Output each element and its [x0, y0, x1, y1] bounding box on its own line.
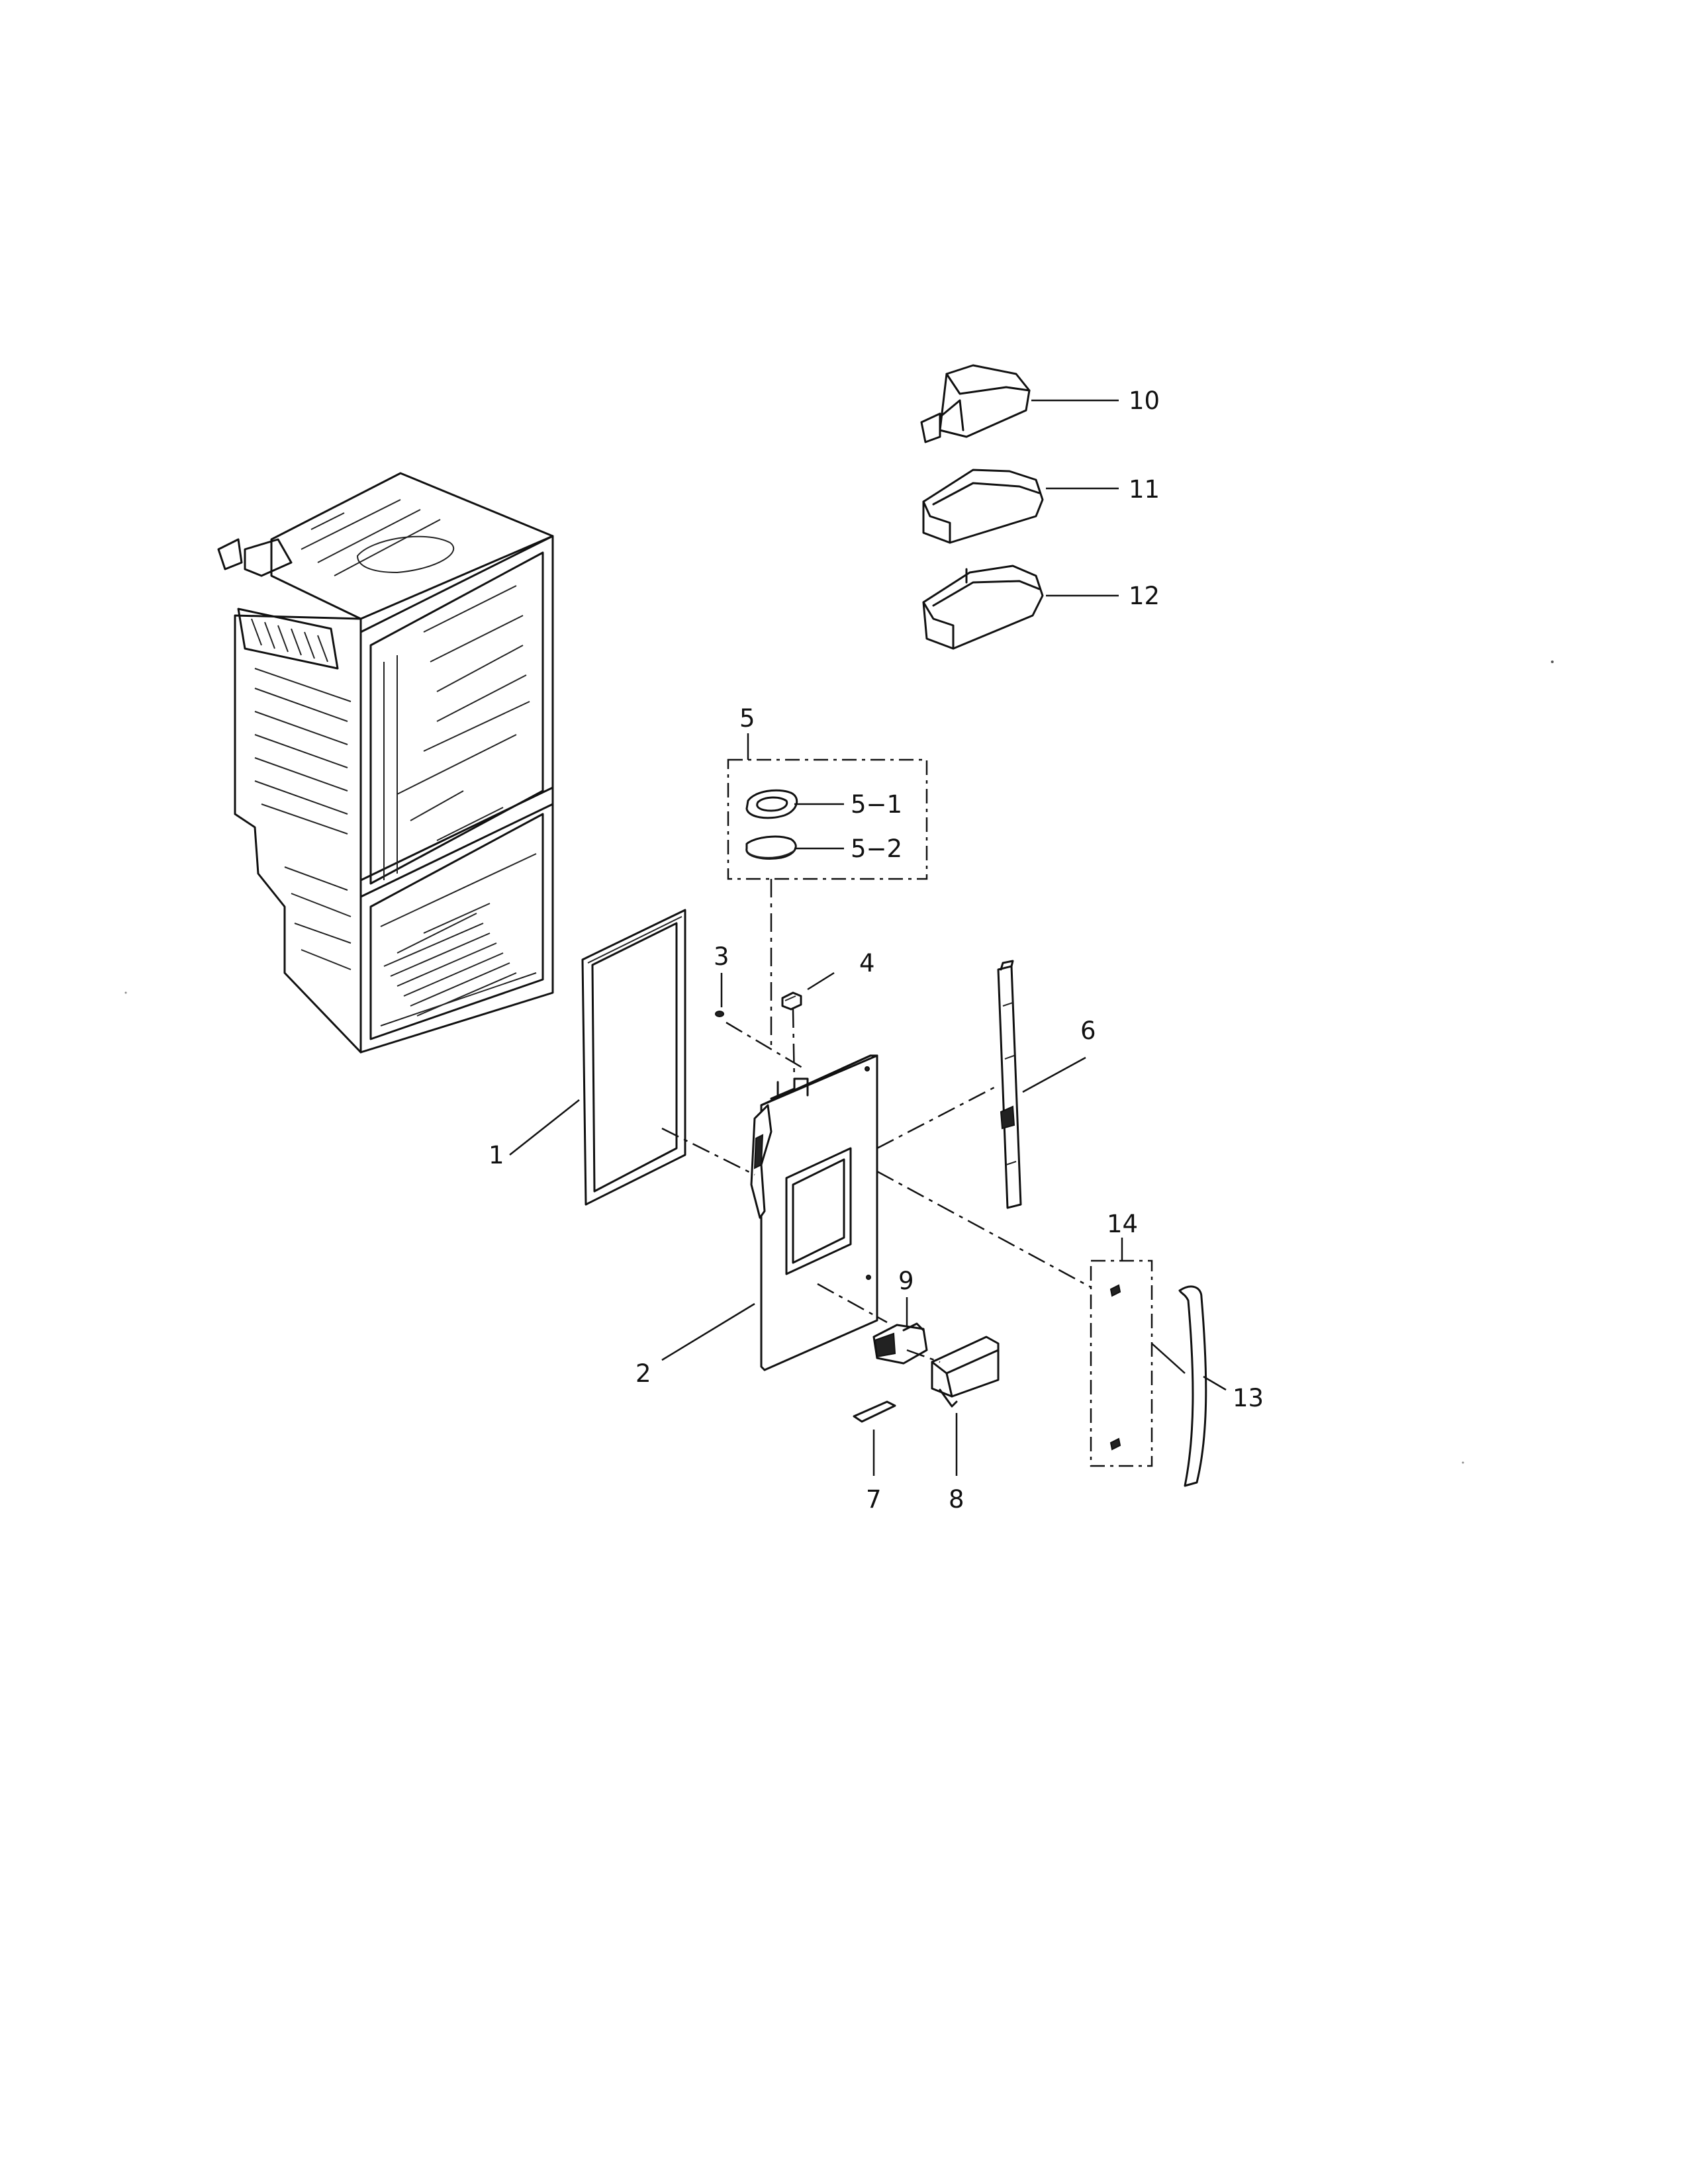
callout-14: 14: [1107, 1210, 1138, 1238]
callout-11: 11: [1129, 475, 1160, 504]
callout-6: 6: [1080, 1017, 1096, 1045]
leader-lines: [509, 399, 1227, 1476]
callout-12: 12: [1129, 582, 1160, 610]
door-bin-medium: [922, 469, 1044, 544]
assembly-lines: [661, 879, 1092, 1363]
door-bin-large: [922, 565, 1044, 650]
callout-10: 10: [1129, 387, 1160, 415]
scan-specks: [124, 660, 1554, 1464]
callout-5-2: 5−2: [851, 835, 902, 863]
callout-labels: 1 2 3 4 5 5−1 5−2 6 7 8 9 10 11 12 13 14: [489, 387, 1264, 1514]
handle-kit: [1090, 1259, 1153, 1467]
callout-9: 9: [898, 1267, 914, 1295]
door-handle: [1178, 1285, 1207, 1487]
callout-4: 4: [859, 949, 875, 978]
switch-assembly: [872, 1322, 928, 1365]
hinge-bushing: [781, 991, 802, 1011]
callout-2: 2: [635, 1359, 651, 1388]
callout-13: 13: [1233, 1384, 1264, 1412]
refrigerator-cabinet: [217, 472, 554, 1054]
dispenser-lever: [931, 1336, 1000, 1408]
callout-8: 8: [949, 1485, 964, 1514]
door-gasket: [581, 909, 686, 1206]
callout-3: 3: [714, 942, 729, 971]
callout-5: 5: [739, 704, 755, 733]
pad: [853, 1400, 896, 1423]
callout-1: 1: [489, 1141, 504, 1169]
hinge-cover-strip: [997, 960, 1022, 1209]
cap-kit: [727, 758, 928, 880]
screw: [715, 1011, 724, 1017]
door-bin-small: [920, 364, 1031, 443]
refrigerator-door: [750, 1054, 878, 1371]
callout-7: 7: [866, 1485, 882, 1514]
callout-5-1: 5−1: [851, 790, 902, 819]
